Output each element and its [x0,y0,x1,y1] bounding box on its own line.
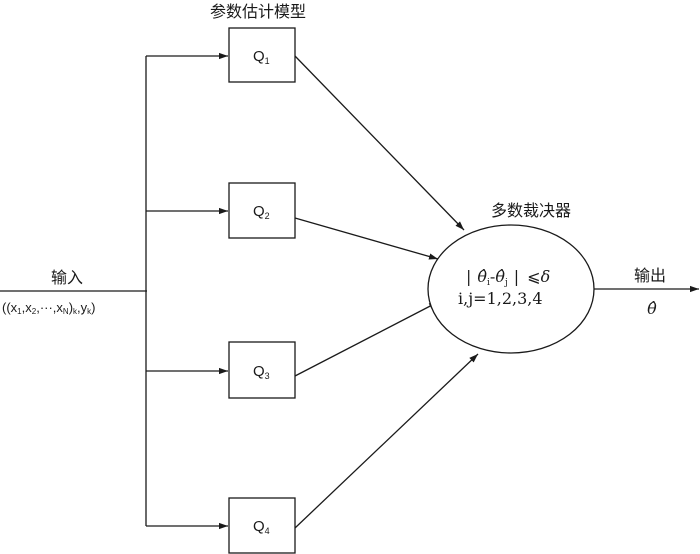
input-label: 输入 [51,269,83,287]
output-label: 输出 [634,267,666,285]
model-box [228,182,296,239]
model-label: Q3 [253,363,270,381]
model-label: Q1 [253,48,270,66]
vote-arrow-4 [294,353,479,529]
model-q1: Q1 [228,27,296,83]
model-q3: Q3 [228,341,296,399]
voter-title: 多数裁决器 [491,202,571,220]
input-formula: ((x1,x2,···,xN)k,yk) [2,300,96,316]
model-q2: Q2 [228,182,296,239]
model-box [228,27,296,83]
majority-voter: 多数裁决器 |θ̂i-θ̂j|⩽δ i,j=1,2,3,4 [427,202,595,354]
model-label: Q4 [253,518,270,536]
model-label: Q2 [253,203,270,221]
vote-arrow-1 [294,55,465,231]
output-symbol: θ̂ [647,299,657,318]
vote-arrow-3 [294,301,439,377]
model-box [228,497,296,554]
model-box [228,341,296,399]
voter-condition: |θ̂i-θ̂j|⩽δ [466,267,550,288]
input-group: 输入 ((x1,x2,···,xN)k,yk) [0,269,147,316]
diagram-title: 参数估计模型 [210,3,306,21]
voter-indices: i,j=1,2,3,4 [458,289,543,308]
model-q4: Q4 [228,497,296,554]
vote-arrow-2 [294,217,439,260]
